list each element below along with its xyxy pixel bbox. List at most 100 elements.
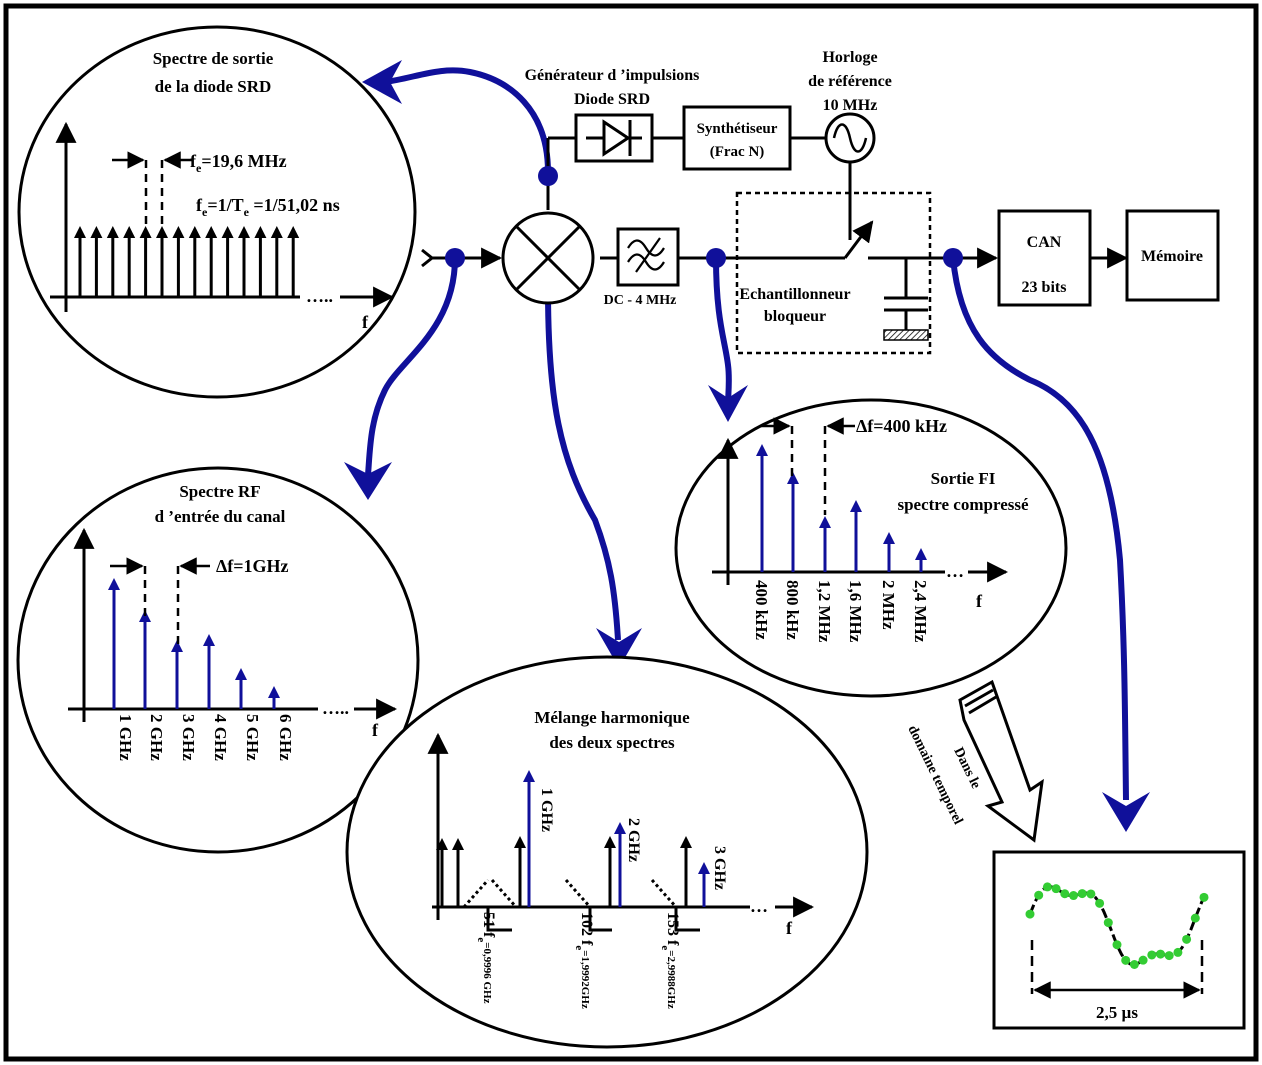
connector-to-time-domain	[950, 257, 1129, 801]
rf-title-line2: d ’entrée du canal	[155, 507, 286, 526]
arrowhead-if	[708, 385, 748, 422]
clock-line1: Horloge	[822, 49, 877, 66]
srd-comb-line	[205, 226, 218, 297]
adc-block	[997, 209, 1092, 307]
srd-fe-label: fe=19,6 MHz	[190, 151, 287, 175]
if-line-5	[883, 532, 895, 572]
srd-comb-line	[287, 226, 300, 297]
rf-tick-label: 6 GHz	[276, 714, 295, 761]
duration-marker	[1030, 940, 1204, 999]
if-line-3	[819, 516, 831, 572]
rf-line-1	[108, 578, 120, 709]
if-delta-label: Δf=400 kHz	[856, 416, 947, 436]
if-spectrum-lines	[756, 444, 927, 572]
rf-tick-label: 4 GHz	[211, 714, 230, 761]
mixing-signal-line-2	[614, 822, 626, 907]
srd-axis-dots: …..	[306, 286, 333, 306]
blue-arrowheads	[344, 60, 1150, 832]
filter-label: DC - 4 MHz	[604, 293, 677, 308]
mixing-dotted-segment	[462, 879, 490, 908]
rf-spectrum-circle	[16, 466, 420, 854]
srd-axes	[50, 121, 395, 312]
mixer-symbol	[501, 211, 595, 305]
harm-sub: e	[475, 937, 487, 942]
mixing-step	[486, 907, 512, 932]
rf-spectrum-lines	[108, 578, 280, 709]
if-tick-label: 1,2 MHz	[815, 580, 834, 643]
if-tick-label: 800 kHz	[783, 580, 802, 640]
harm-sub: e	[659, 945, 671, 950]
mixing-harmonic-line	[436, 838, 448, 907]
srd-spacing-marker	[112, 151, 192, 228]
if-axis-f: f	[976, 591, 983, 611]
mixing-blue-label: 3 GHz	[711, 846, 728, 890]
srd-title-line2: de la diode SRD	[155, 77, 272, 96]
signal-lines	[421, 136, 1129, 330]
sample-point	[1069, 891, 1078, 901]
srd-spectrum-circle	[17, 25, 417, 399]
sample-point	[1199, 892, 1209, 902]
memory-block	[1125, 209, 1220, 302]
outer-frame	[3, 3, 1259, 1062]
clock-oscillator	[824, 112, 876, 164]
mixing-signal-line-3	[698, 862, 710, 907]
sample-point	[1034, 890, 1044, 900]
srd-comb-line	[90, 226, 103, 297]
arrowhead-time	[1102, 792, 1150, 832]
if-tick-label: 2,4 MHz	[911, 580, 930, 643]
sample-point	[1112, 940, 1122, 950]
rf-axis-dots: …..	[322, 698, 349, 718]
rf-tick-label: 2 GHz	[147, 714, 166, 761]
rf-line-3	[171, 640, 183, 709]
mixing-signal-line-1	[523, 770, 535, 907]
srd-fe-sub: e	[196, 161, 202, 175]
srd-comb-line	[139, 226, 152, 297]
sample-point	[1138, 955, 1148, 965]
mixing-harmonic-label: 51 fe=0,9996 GHz	[475, 912, 497, 1004]
srd-comb-line	[221, 226, 234, 297]
junction-dots	[445, 166, 963, 268]
pulse-gen-line1: Générateur d ’impulsions	[525, 67, 700, 84]
if-title-line2: spectre compressé	[897, 495, 1029, 514]
srd-period-f: f	[196, 195, 203, 215]
rf-line-4	[203, 634, 215, 709]
rf-input-chevron	[421, 248, 435, 268]
rf-tick-label: 3 GHz	[179, 714, 198, 761]
sample-point	[1086, 889, 1096, 899]
rf-title-line1: Spectre RF	[179, 482, 260, 501]
if-spectrum-circle	[674, 398, 1068, 698]
sample-points	[1025, 882, 1209, 969]
rf-line-5	[235, 668, 247, 709]
mixing-axis-dots: …	[750, 896, 768, 916]
if-tick-label: 400 kHz	[752, 580, 771, 640]
if-title-line1: Sortie FI	[931, 469, 996, 488]
if-line-6	[915, 548, 927, 572]
if-line-1	[756, 444, 768, 572]
mixing-dotted-segment	[490, 879, 518, 908]
srd-comb-line	[238, 226, 250, 297]
time-arrow-line2: domaine temporel	[904, 723, 965, 827]
mixing-axis-f: f	[786, 918, 793, 938]
sample-point	[1190, 913, 1200, 923]
pulse-gen-line2: Diode SRD	[574, 91, 650, 108]
sample-point	[1103, 918, 1113, 928]
if-tick-label: 2 MHz	[879, 580, 898, 630]
rf-axes	[68, 527, 398, 722]
srd-fe-value: =19,6 MHz	[201, 151, 286, 171]
mixing-lines	[436, 770, 710, 932]
rf-delta-label: Δf=1GHz	[216, 556, 289, 576]
if-line-4	[850, 500, 862, 572]
srd-comb-line	[270, 226, 283, 297]
mixing-harmonic-line	[514, 836, 526, 907]
synthesizer-block	[682, 105, 792, 171]
srd-comb-line	[188, 226, 201, 297]
rf-tick-label: 1 GHz	[116, 714, 135, 761]
harm-value: =2,9988GHz	[665, 950, 677, 1009]
mixing-harmonic-line	[604, 836, 616, 907]
harm-value: =1,9992GHz	[579, 950, 591, 1009]
if-spacing-marker	[760, 417, 855, 515]
sample-hold-box	[735, 191, 932, 355]
mixing-dotted-segment	[564, 879, 592, 908]
sampler-switch	[843, 220, 874, 259]
